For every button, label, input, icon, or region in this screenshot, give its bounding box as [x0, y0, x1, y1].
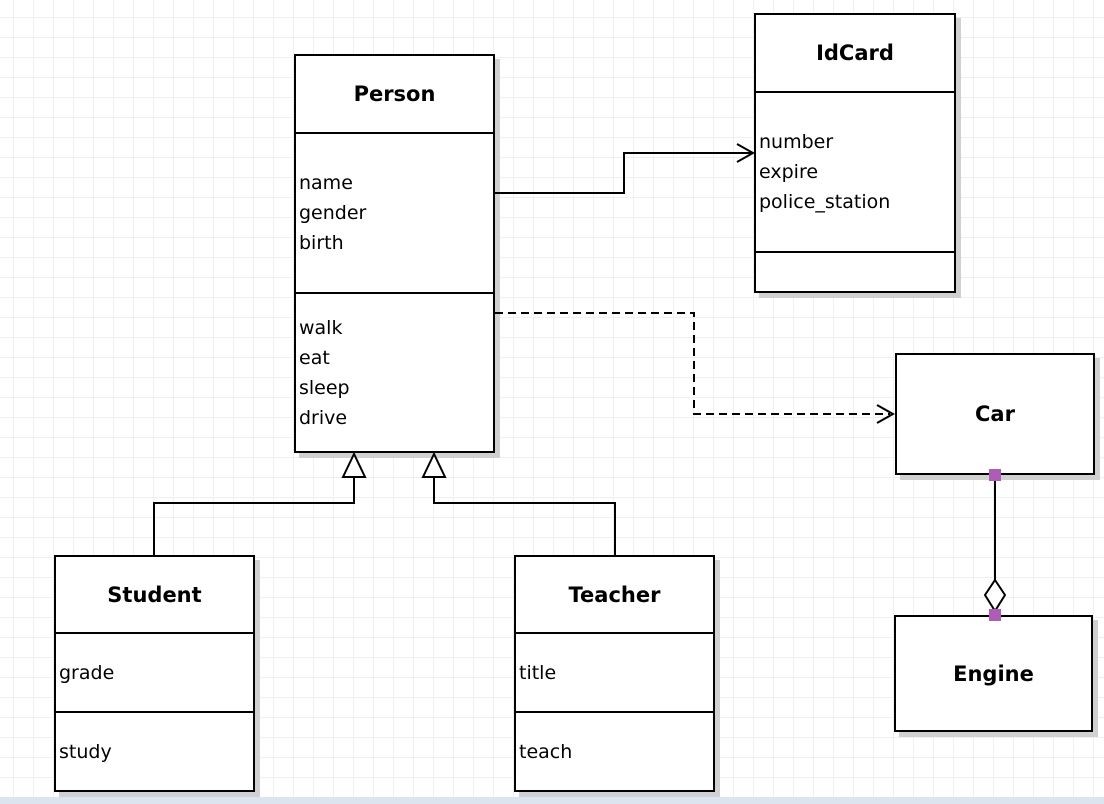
dependency-person-car[interactable] — [495, 312, 896, 424]
class-title-person: Person — [296, 56, 493, 134]
generalization-teacher-person[interactable] — [421, 451, 616, 555]
association-line[interactable] — [495, 152, 751, 194]
generalization-line[interactable] — [153, 477, 355, 555]
association-person-idcard[interactable] — [495, 143, 756, 194]
open-arrowhead-icon — [736, 143, 756, 163]
hollow-triangle-icon — [421, 451, 447, 478]
attribute: police_station — [759, 191, 891, 213]
hollow-diamond-icon — [983, 578, 1007, 613]
attribute: expire — [759, 161, 819, 183]
class-title-teacher: Teacher — [516, 557, 713, 634]
class-title-idcard: IdCard — [756, 15, 954, 93]
class-methods-student: study — [56, 713, 253, 790]
class-methods-teacher: teach — [516, 713, 713, 790]
method: sleep — [299, 376, 350, 399]
class-box-idcard[interactable]: IdCard number expire police_station — [754, 13, 956, 293]
method: walk — [299, 316, 343, 339]
attribute: gender — [299, 202, 367, 224]
class-box-person[interactable]: Person name gender birth walk eat sleep … — [294, 54, 495, 453]
canvas-bottom-edge — [0, 797, 1104, 804]
open-arrowhead-icon — [876, 404, 896, 424]
attribute: grade — [59, 661, 115, 684]
generalization-student-person[interactable] — [153, 451, 367, 555]
class-title-car: Car — [975, 402, 1015, 426]
method: eat — [299, 346, 330, 369]
class-title-student: Student — [56, 557, 253, 634]
dependency-line[interactable] — [495, 312, 890, 415]
class-attributes-student: grade — [56, 634, 253, 713]
method: teach — [519, 740, 573, 763]
class-box-car[interactable]: Car — [895, 353, 1095, 475]
attribute: number — [759, 131, 834, 153]
class-box-engine[interactable]: Engine — [894, 615, 1093, 732]
class-methods-person: walk eat sleep drive — [296, 294, 493, 451]
attribute: birth — [299, 232, 344, 254]
class-attributes-teacher: title — [516, 634, 713, 713]
attribute: name — [299, 172, 353, 194]
method: study — [59, 740, 112, 763]
hollow-triangle-icon — [341, 451, 367, 478]
aggregation-car-engine[interactable] — [983, 469, 1007, 621]
class-methods-idcard-empty — [756, 253, 954, 291]
class-attributes-idcard: number expire police_station — [756, 93, 954, 253]
method: drive — [299, 406, 348, 429]
class-box-student[interactable]: Student grade study — [54, 555, 255, 792]
generalization-line[interactable] — [433, 477, 616, 555]
class-title-engine: Engine — [953, 661, 1034, 686]
class-box-teacher[interactable]: Teacher title teach — [514, 555, 715, 792]
class-attributes-person: name gender birth — [296, 134, 493, 294]
attribute: title — [519, 661, 557, 684]
